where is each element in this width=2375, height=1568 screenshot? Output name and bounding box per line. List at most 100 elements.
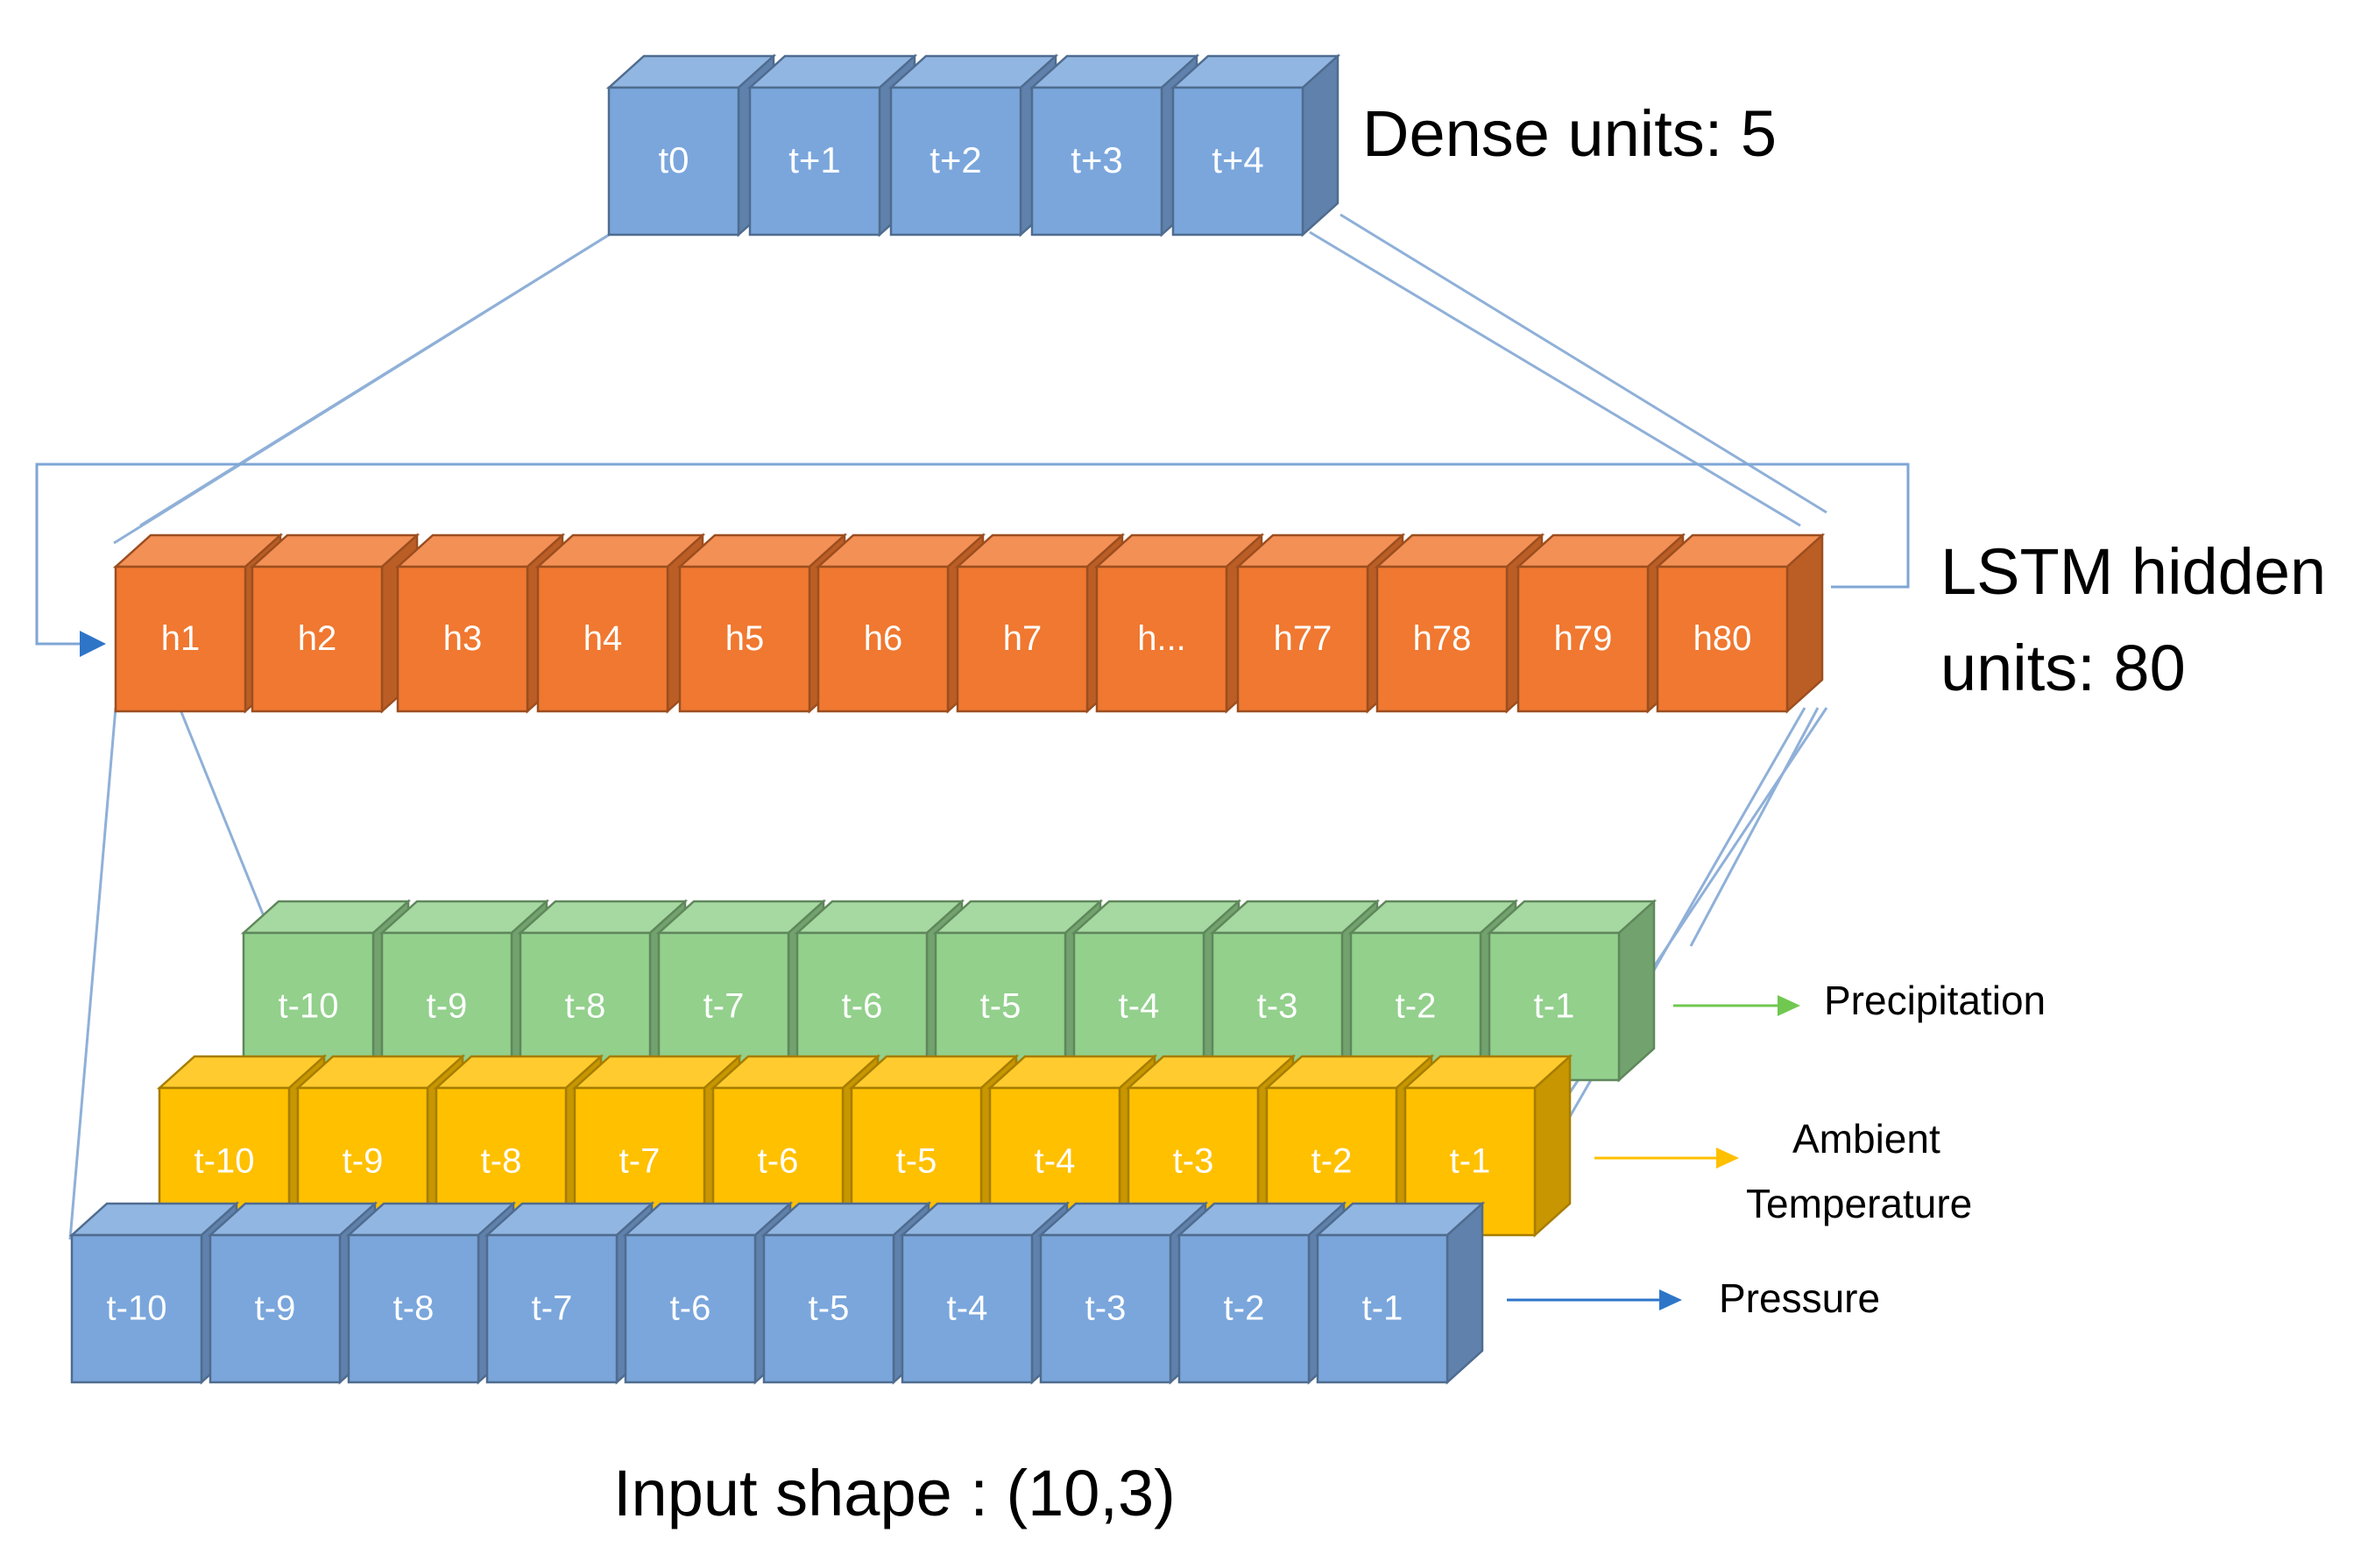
lstm-unit-label: h7 [1003,619,1043,658]
lstm-unit-label: h77 [1274,619,1332,658]
dense-unit-label: t0 [658,139,689,180]
feature-arrow-head [1778,995,1800,1016]
input-cell-label: t-1 [1450,1142,1491,1181]
dense-unit-side-face [1301,53,1339,237]
connector-line [1689,707,1820,947]
input-cell-side-face [1617,899,1656,1083]
input-cell-label: t-7 [619,1142,661,1181]
feature-label-ambient: Ambient [1792,1116,1940,1162]
lstm-hidden-row: h1 h2 h3 h4 h5 h6 h7 h... h77 h78 h79 h80 [112,533,1826,714]
input-cell-front-face [1039,1233,1172,1384]
recurrent-loop [35,463,1910,657]
connector-line [1309,230,1801,527]
dense-unit-front-face [1171,86,1304,237]
input-cell-front-face [1316,1233,1449,1384]
input-cell-label: t-1 [1362,1289,1403,1328]
lstm-unit-front-face [1095,565,1228,713]
dense-unit-label: t+3 [1071,139,1123,180]
input-cell-label: t-4 [1119,987,1160,1026]
lstm-unit-front-face [816,565,950,713]
input-cell-label: t-5 [896,1142,937,1181]
feature-arrows [1507,995,1800,1310]
recurrent-loop-line [35,463,1910,657]
input-cell-label: t-3 [1173,1142,1214,1181]
input-cell-label: t-6 [758,1142,799,1181]
input-cell-label: t-3 [1085,1289,1127,1328]
lstm-unit-front-face [396,565,529,713]
input-cell-label: t-4 [1035,1142,1076,1181]
dense-unit-front-face [1030,86,1163,237]
lstm-unit-front-face [956,565,1089,713]
input-cell-label: t-1 [1534,987,1575,1026]
input-cell-label: t-10 [194,1142,255,1181]
input-cell-label: t-2 [1224,1289,1265,1328]
dense-output-row: t0 t+1 t+2 t+3 t+4 [605,53,1341,237]
connector-line [178,707,273,936]
lstm-unit: h79 [1515,533,1686,714]
input-cell-label: t-8 [481,1142,522,1181]
lstm-unit-front-face [1236,565,1369,713]
input-cell-side-face [1445,1201,1484,1385]
input-shape-label: Input shape : (10,3) [613,1457,1176,1529]
lstm-unit-label: h6 [864,619,903,658]
input-cell: t-1 [1486,899,1658,1083]
input-cell-label: t-5 [980,987,1021,1026]
dense-unit-label: t+1 [788,139,841,180]
dense-unit-front-face [748,86,881,237]
input-cell-label: t-7 [532,1289,573,1328]
input-cell-front-face [901,1233,1034,1384]
input-cell-front-face [762,1233,895,1384]
lstm-unit-label: h1 [161,619,201,658]
lstm-unit-front-face [536,565,669,713]
input-cell-label: t-4 [947,1289,988,1328]
lstm-unit-label: h4 [583,619,623,658]
input-cell-label: t-5 [809,1289,850,1328]
lstm-unit-front-face [114,565,247,713]
input-cell-label: t-9 [427,987,468,1026]
input-cell-front-face [209,1233,342,1384]
connector-line [1339,213,1827,514]
lstm-unit-label: h2 [298,619,337,658]
lstm-unit-front-face [1516,565,1650,713]
dense-unit-front-face [889,86,1022,237]
input-cell: t-1 [1314,1201,1486,1385]
lstm-label-line1: LSTM hidden [1940,535,2326,608]
input-cell-label: t-6 [842,987,883,1026]
input-cell: t-8 [345,1201,517,1385]
connector-line [113,230,614,545]
dense-unit-label: t+2 [930,139,982,180]
input-cell-side-face [1533,1054,1572,1238]
lstm-unit: h78 [1374,533,1545,714]
lstm-unit-label: h3 [443,619,483,658]
feature-arrow-head [1716,1148,1739,1169]
lstm-unit: h80 [1654,533,1826,714]
input-cell-label: t-2 [1396,987,1437,1026]
lstm-unit-label: h78 [1413,619,1472,658]
lstm-unit-label: h5 [725,619,765,658]
input-cell: t-5 [760,1201,932,1385]
dense-unit: t+1 [746,53,918,237]
dense-unit: t+4 [1170,53,1341,237]
input-cell-label: t-10 [279,987,339,1026]
input-cell-front-face [624,1233,757,1384]
input-cell-front-face [485,1233,618,1384]
lstm-unit-label: h... [1137,619,1186,658]
connector-line [68,707,117,1240]
input-cell-label: t-3 [1257,987,1298,1026]
feature-arrow-head [1659,1289,1682,1310]
lstm-unit-label: h79 [1554,619,1613,658]
feature-label-temperature: Temperature [1746,1181,1972,1226]
lstm-unit: h4 [534,533,706,714]
feature-label-precipitation: Precipitation [1824,978,2046,1023]
dense-units-label: Dense units: 5 [1362,97,1777,170]
input-cell-label: t-7 [703,987,745,1026]
lstm-unit-front-face [678,565,811,713]
input-cell-label: t-6 [670,1289,711,1328]
dense-unit-front-face [607,86,740,237]
input-cell-label: t-8 [393,1289,435,1328]
lstm-label-line2: units: 80 [1940,632,2186,704]
input-cell-front-face [70,1233,203,1384]
